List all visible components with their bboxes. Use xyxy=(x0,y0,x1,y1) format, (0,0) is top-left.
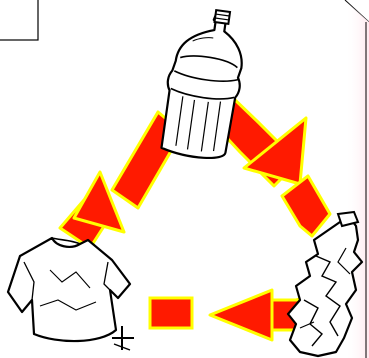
right-tint-panel xyxy=(345,0,369,358)
top-left-frame xyxy=(0,0,38,40)
t-shirt-icon xyxy=(8,238,134,350)
